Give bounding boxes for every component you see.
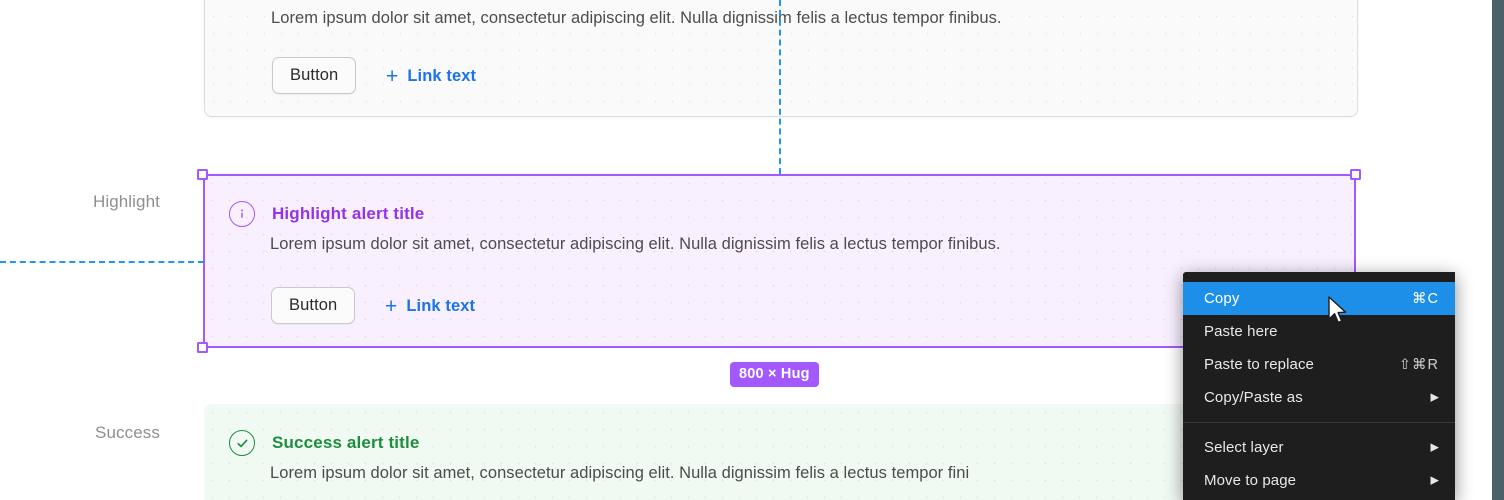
alert-card-success[interactable]: Success alert title Lorem ipsum dolor si… [204, 404, 1356, 500]
menu-item-select-layer[interactable]: Select layer ▶ [1183, 431, 1455, 464]
alert-body-neutral: Lorem ipsum dolor sit amet, consectetur … [271, 9, 1002, 27]
right-edge-strip [1492, 0, 1504, 500]
menu-item-shortcut: ⌘C [1412, 290, 1439, 307]
resize-handle-top-left[interactable] [197, 169, 208, 180]
resize-handle-top-right[interactable] [1350, 169, 1361, 180]
row-label-success: Success [95, 423, 160, 442]
alert-title-highlight: Highlight alert title [272, 204, 425, 223]
row-label-highlight: Highlight [92, 192, 160, 211]
menu-item-label: Move to page [1204, 472, 1297, 489]
alert-card-neutral[interactable]: Lorem ipsum dolor sit amet, consectetur … [204, 0, 1358, 117]
context-menu-separator [1183, 422, 1455, 423]
guide-vertical [779, 0, 781, 174]
menu-item-label: Paste to replace [1204, 356, 1314, 373]
alert-link-neutral[interactable]: + Link text [386, 66, 476, 87]
context-menu-group-secondary: Select layer ▶ Move to page ▶ [1183, 431, 1455, 497]
alert-card-highlight[interactable]: Highlight alert title Lorem ipsum dolor … [204, 175, 1356, 348]
submenu-arrow-icon: ▶ [1430, 391, 1439, 404]
resize-handle-bottom-left[interactable] [197, 342, 208, 353]
menu-item-paste-to-replace[interactable]: Paste to replace ⇧⌘R [1183, 348, 1455, 381]
menu-item-label: Select layer [1204, 439, 1284, 456]
menu-item-label: Copy/Paste as [1204, 389, 1303, 406]
menu-item-copy[interactable]: Copy ⌘C [1183, 282, 1455, 315]
alert-link-label-highlight: Link text [406, 297, 476, 315]
plus-icon: + [385, 295, 398, 318]
info-circle-icon [229, 201, 255, 227]
alert-button-highlight[interactable]: Button [271, 287, 356, 324]
guide-horizontal [0, 261, 204, 263]
alert-button-neutral[interactable]: Button [272, 57, 357, 94]
size-badge: 800 × Hug [730, 362, 819, 387]
alert-link-label-neutral: Link text [407, 67, 477, 85]
plus-icon: + [386, 65, 399, 88]
alert-body-highlight: Lorem ipsum dolor sit amet, consectetur … [270, 235, 1001, 253]
alert-title-success: Success alert title [272, 433, 420, 452]
menu-item-paste-here[interactable]: Paste here [1183, 315, 1455, 348]
submenu-arrow-icon: ▶ [1430, 441, 1439, 454]
alert-body-success: Lorem ipsum dolor sit amet, consectetur … [270, 464, 970, 482]
menu-item-shortcut: ⇧⌘R [1398, 356, 1439, 373]
menu-item-label: Copy [1204, 290, 1240, 307]
check-circle-icon [229, 430, 255, 456]
menu-item-move-to-page[interactable]: Move to page ▶ [1183, 464, 1455, 497]
menu-item-label: Paste here [1204, 323, 1278, 340]
menu-item-copy-paste-as[interactable]: Copy/Paste as ▶ [1183, 381, 1455, 414]
alert-link-highlight[interactable]: + Link text [385, 296, 475, 317]
submenu-arrow-icon: ▶ [1430, 474, 1439, 487]
